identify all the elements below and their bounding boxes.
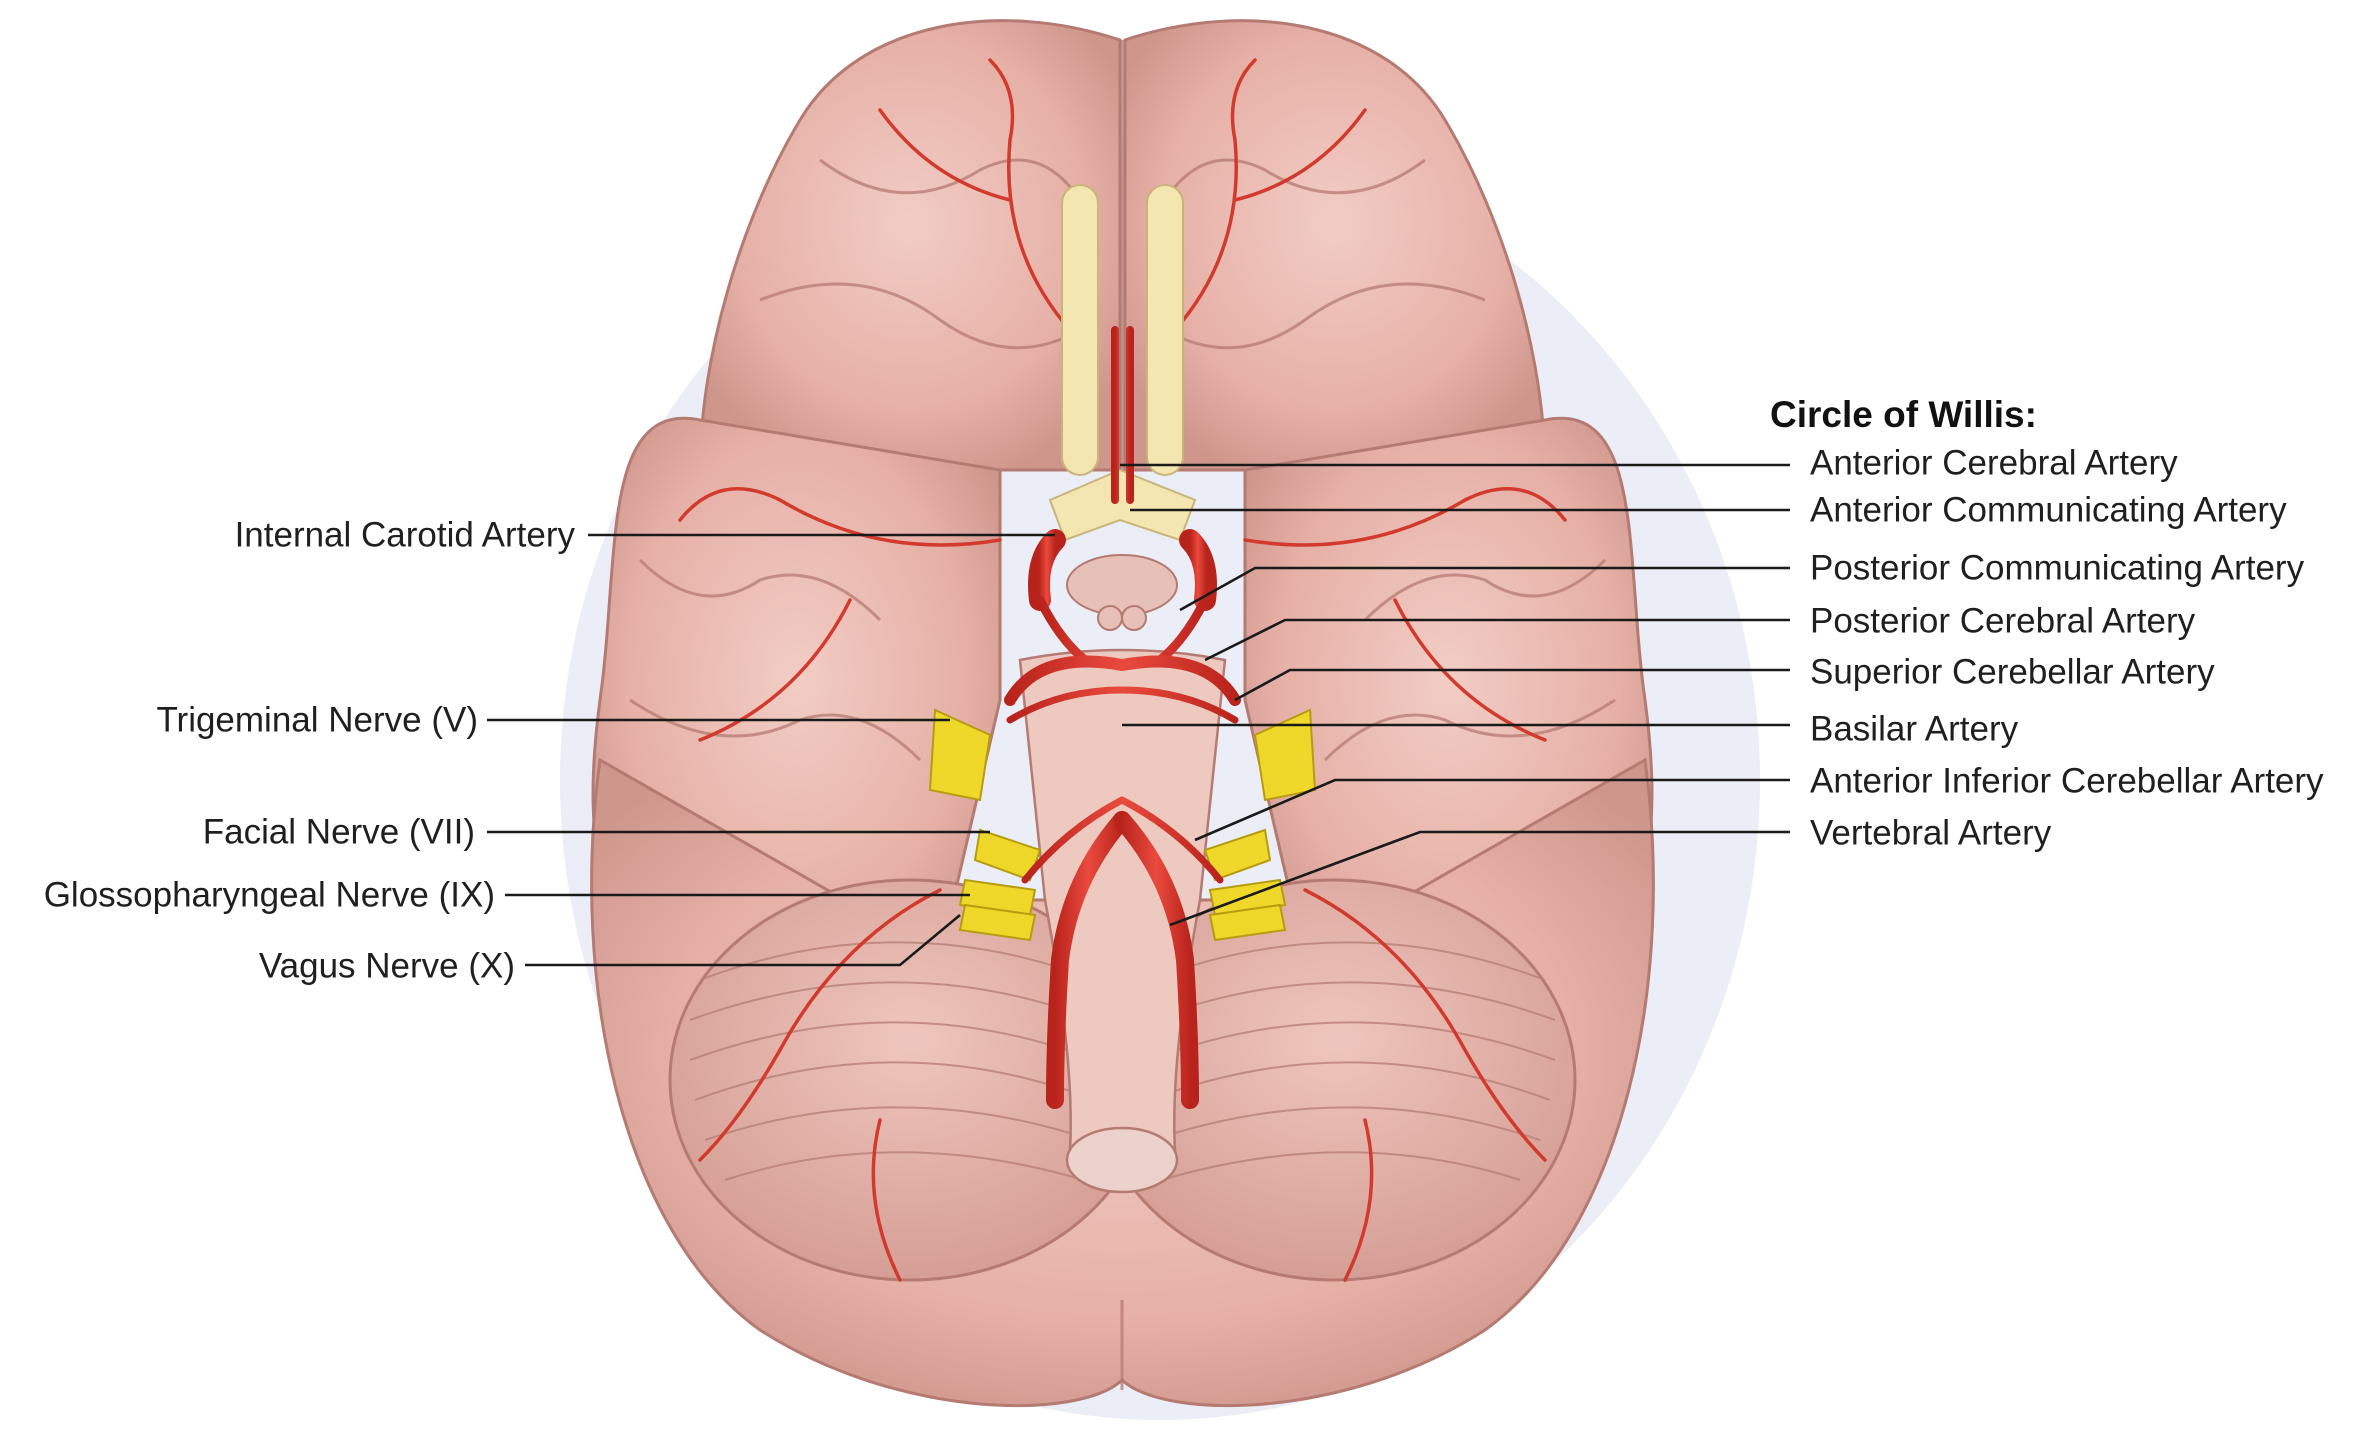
mammillary-body (1121, 605, 1147, 631)
cranial-nerves (928, 708, 1317, 942)
label-internal-carotid-artery: Internal Carotid Artery (234, 515, 575, 555)
left-frontal-lobe (698, 19, 1122, 472)
anterior-cerebral-artery (1111, 326, 1134, 504)
label-superior-cerebellar-artery: Superior Cerebellar Artery (1810, 652, 2215, 692)
internal-carotid-right (1179, 529, 1217, 611)
label-vagus-nerve: Vagus Nerve (X) (258, 946, 515, 986)
facial-nerve-left (973, 828, 1042, 882)
label-glossopharyngeal-nerve: Glossopharyngeal Nerve (IX) (43, 875, 495, 915)
label-anterior-communicating-artery: Anterior Communicating Artery (1810, 490, 2287, 530)
label-anterior-inferior-cerebellar-artery: Anterior Inferior Cerebellar Artery (1810, 761, 2324, 801)
label-posterior-cerebral-artery: Posterior Cerebral Artery (1810, 601, 2196, 641)
facial-nerve-right (1203, 828, 1272, 882)
vertebral-artery-right (1113, 811, 1199, 1109)
vagus-nerve-left (958, 903, 1037, 942)
cortical-vessels (678, 58, 1567, 1282)
label-posterior-communicating-artery: Posterior Communicating Artery (1810, 548, 2305, 588)
olfactory-tracts (1048, 184, 1197, 542)
leader-lines (487, 463, 1790, 967)
internal-carotid-left (1028, 529, 1066, 611)
circle-of-willis (1004, 326, 1241, 1109)
label-facial-nerve: Facial Nerve (VII) (202, 812, 475, 852)
trigeminal-nerve-left (928, 708, 992, 802)
vertebral-artery-left (1046, 811, 1131, 1109)
superior-cerebellar-artery (1006, 686, 1239, 724)
spinal-cord-section (1065, 1126, 1179, 1194)
anterior-inferior-cerebellar-artery (1021, 796, 1224, 884)
label-trigeminal-nerve: Trigeminal Nerve (V) (156, 700, 478, 740)
vagus-nerve-right (1208, 903, 1287, 942)
right-frontal-lobe (1123, 19, 1547, 472)
circle-of-willis-heading: Circle of Willis: (1770, 394, 2037, 435)
posterior-cerebral-artery (1004, 655, 1241, 706)
label-basilar-artery: Basilar Artery (1810, 709, 2019, 749)
label-anterior-cerebral-artery: Anterior Cerebral Artery (1810, 443, 2178, 483)
label-vertebral-artery: Vertebral Artery (1810, 813, 2052, 853)
trigeminal-nerve-right (1253, 708, 1317, 802)
